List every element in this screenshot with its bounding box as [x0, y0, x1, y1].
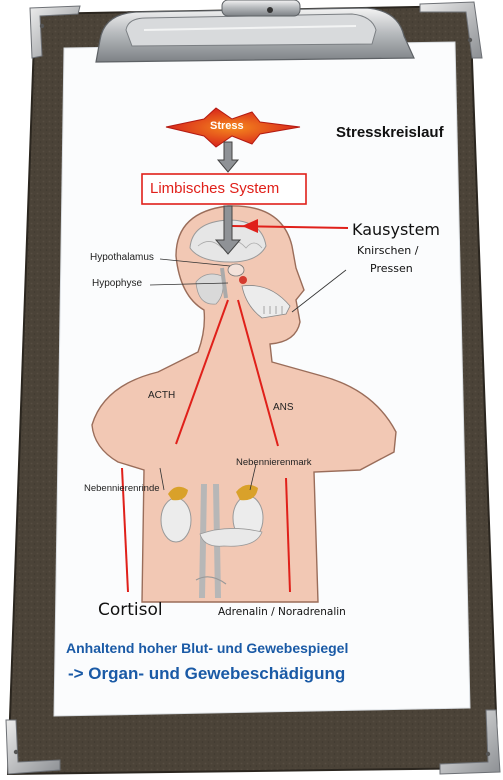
- pressen-label: Pressen: [370, 262, 413, 275]
- nebennierenmark-label: Nebennierenmark: [236, 457, 312, 468]
- stress-label: Stress: [210, 120, 244, 132]
- limbic-system-label: Limbisches System: [150, 180, 279, 197]
- nebennierenrinde-label: Nebennierenrinde: [84, 483, 160, 494]
- footer-line-2: -> Organ- und Gewebeschädigung: [68, 664, 345, 684]
- ans-label: ANS: [273, 402, 294, 413]
- kausystem-label: Kausystem: [352, 220, 440, 239]
- acth-label: ACTH: [148, 390, 175, 401]
- adrenalin-label: Adrenalin / Noradrenalin: [218, 606, 346, 618]
- hypothalamus-label: Hypothalamus: [90, 252, 154, 263]
- knirschen-label: Knirschen /: [357, 244, 418, 257]
- cortisol-label: Cortisol: [98, 600, 163, 620]
- diagram-title: Stresskreislauf: [336, 124, 444, 141]
- metal-clip: [96, 0, 414, 62]
- footer-line-1: Anhaltend hoher Blut- und Gewebespiegel: [66, 640, 348, 656]
- hypophyse-label: Hypophyse: [92, 278, 142, 289]
